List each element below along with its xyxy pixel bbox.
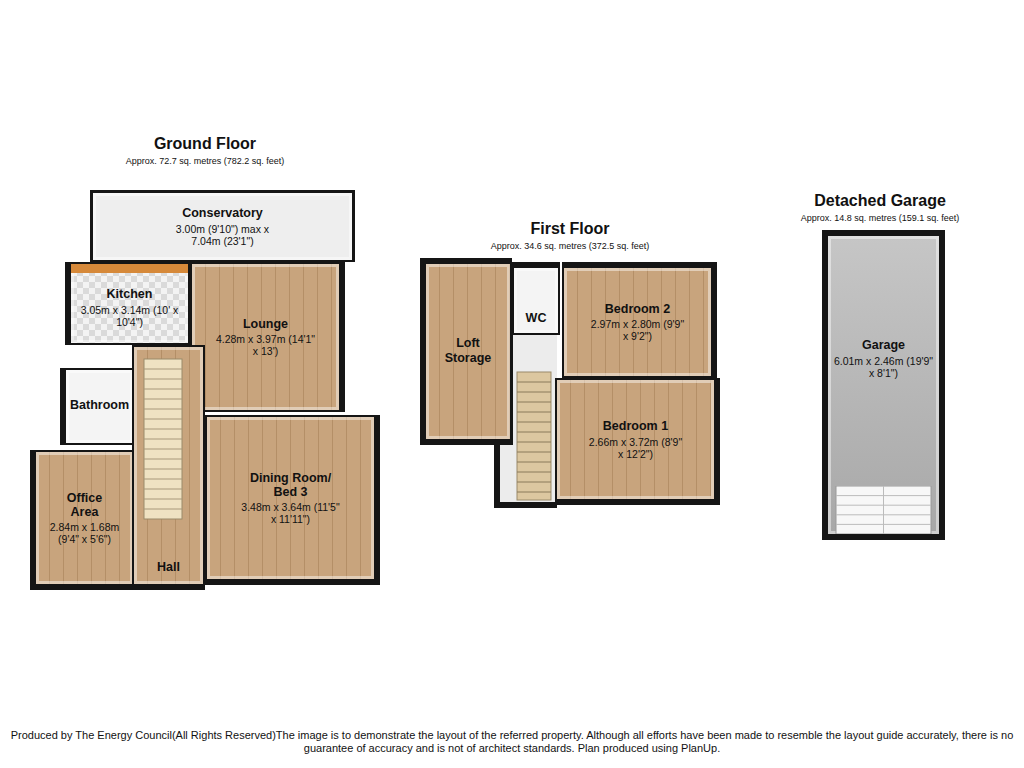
room-dimensions: 3.05m x 3.14m (10' x 10'4"): [80, 304, 180, 328]
room-name: Dining Room/ Bed 3: [246, 471, 336, 500]
floor-plan-section: Ground FloorApprox. 72.7 sq. metres (782…: [20, 135, 390, 605]
floor-area: Approx. 14.8 sq. metres (159.1 sq. feet): [790, 213, 970, 223]
floor-plan-section: Detached GarageApprox. 14.8 sq. metres (…: [790, 192, 970, 547]
floor-heading-block: First FloorApprox. 34.6 sq. metres (372.…: [415, 220, 725, 252]
room: Dining Room/ Bed 33.48m x 3.64m (11'5" x…: [205, 415, 380, 585]
stairs-illustration: [134, 347, 203, 537]
room-dimensions: 4.28m x 3.97m (14'1" x 13'): [216, 333, 316, 357]
stair-tread: [144, 479, 182, 480]
stair-tread: [144, 409, 182, 410]
room-name: Kitchen: [107, 287, 153, 301]
stairs-illustration: [517, 372, 551, 500]
room: Loft Storage: [420, 258, 512, 445]
room: Garage 6.01m x 2.46m (19'9" x 8'1"): [822, 230, 945, 540]
exterior-wall: [497, 445, 557, 505]
room: Bedroom 2 2.97m x 2.80m (9'9" x 9'2"): [562, 262, 717, 378]
room-name: Loft Storage: [438, 336, 498, 365]
caption: Produced by The Energy Council(All Right…: [6, 729, 1018, 755]
room-name: Conservatory: [182, 206, 263, 220]
stair-tread: [144, 439, 182, 440]
room: Office Area2.84m x 1.68m (9'4" x 5'6"): [30, 450, 135, 590]
stair-tread: [144, 499, 182, 500]
stair-tread: [144, 469, 182, 470]
room: Conservatory 3.00m (9'10") max x 7.04m (2…: [90, 190, 355, 262]
worktop-illustration: [71, 264, 188, 274]
room-dimensions: 3.00m (9'10") max x 7.04m (23'1"): [173, 223, 273, 247]
stair-tread: [144, 489, 182, 490]
stair-tread: [144, 459, 182, 460]
stair-tread: [144, 509, 182, 510]
floor-heading-block: Detached GarageApprox. 14.8 sq. metres (…: [790, 192, 970, 224]
room-dimensions: 3.48m x 3.64m (11'5" x 11'11"): [241, 501, 341, 525]
stairs-outline: [144, 359, 182, 519]
stair-tread: [144, 419, 182, 420]
room-name: Lounge: [243, 317, 288, 331]
room-dimensions: 2.97m x 2.80m (9'9" x 9'2"): [588, 318, 688, 342]
stair-tread: [144, 379, 182, 380]
room-dimensions: 2.66m x 3.72m (8'9" x 12'2"): [586, 436, 686, 460]
room-dimensions: 2.84m x 1.68m (9'4" x 5'6"): [39, 521, 130, 545]
room: Kitchen 3.05m x 3.14m (10' x 10'4"): [65, 262, 190, 345]
room-name: Hall: [157, 560, 180, 574]
room-dimensions: 6.01m x 2.46m (19'9" x 8'1"): [834, 355, 934, 379]
room: Bathroom: [60, 368, 135, 445]
stair-tread: [144, 369, 182, 370]
worktop: [71, 264, 188, 273]
stair-tread: [144, 429, 182, 430]
stair-tread: [144, 449, 182, 450]
floor-plan-section: First FloorApprox. 34.6 sq. metres (372.…: [415, 220, 725, 510]
room-name: WC: [526, 311, 547, 325]
room-name: Bedroom 2: [605, 302, 670, 316]
floor-area: Approx. 34.6 sq. metres (372.5 sq. feet): [415, 241, 725, 251]
floor-area: Approx. 72.7 sq. metres (782.2 sq. feet): [20, 156, 390, 166]
stair-tread: [144, 389, 182, 390]
floor-heading: First Floor: [415, 220, 725, 238]
room-name: Bedroom 1: [603, 419, 668, 433]
room-name: Office Area: [57, 491, 112, 520]
floor-heading: Detached Garage: [790, 192, 970, 210]
garage-door: [828, 486, 939, 534]
stair-tread: [144, 399, 182, 400]
room: Bedroom 1 2.66m x 3.72m (8'9" x 12'2"): [555, 378, 720, 505]
room: WC: [512, 262, 560, 335]
stair-treads: [517, 382, 551, 492]
room-name: Garage: [862, 338, 905, 352]
room: Hall: [132, 345, 205, 590]
room-name: Bathroom: [70, 398, 129, 412]
door-panel: [836, 486, 931, 534]
floor-heading-block: Ground FloorApprox. 72.7 sq. metres (782…: [20, 135, 390, 167]
room: Lounge 4.28m x 3.97m (14'1" x 13'): [190, 262, 345, 412]
floor-heading: Ground Floor: [20, 135, 390, 153]
door-line: [883, 486, 884, 534]
